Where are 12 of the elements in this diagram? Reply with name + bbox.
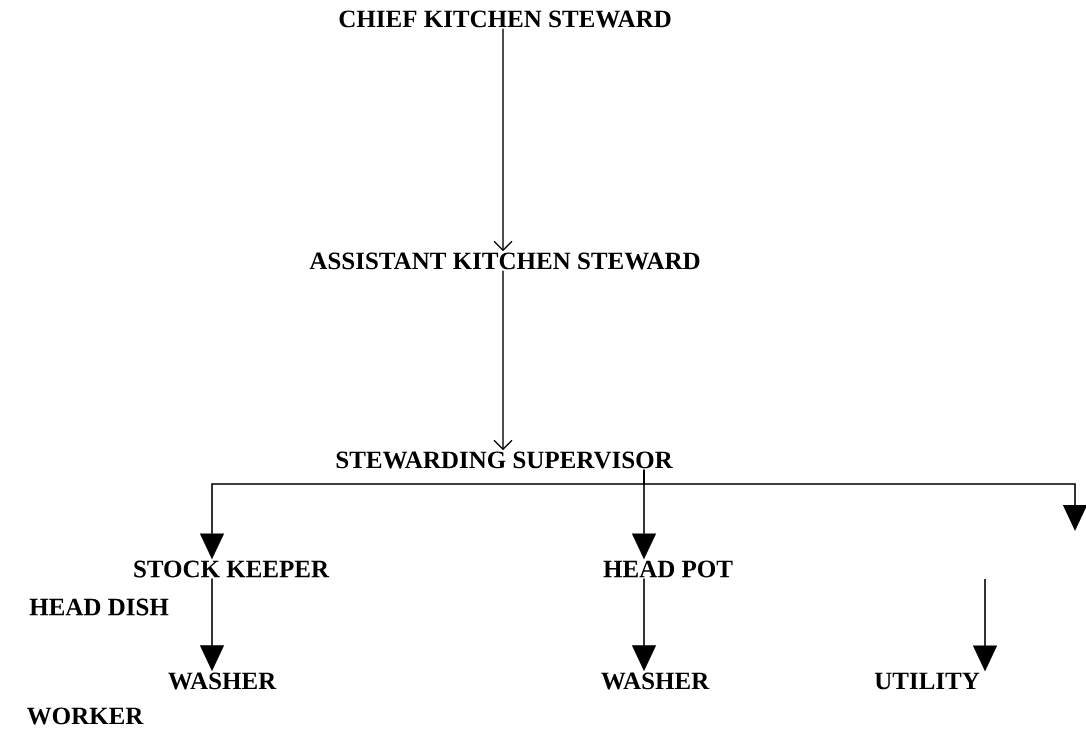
role-label: HEAD POT: [603, 560, 733, 578]
role-label: UTILITY: [874, 672, 980, 690]
role-label: STEWARDING SUPERVISOR: [336, 451, 673, 469]
arrow: [493, 269, 513, 451]
role-label: WORKER: [27, 707, 144, 725]
role-label: HEAD DISH: [29, 598, 169, 616]
arrow: [493, 27, 513, 252]
role-label: WASHER: [601, 672, 710, 690]
role-label: ASSISTANT KITCHEN STEWARD: [309, 252, 700, 270]
role-label: STOCK KEEPER: [134, 560, 330, 578]
role-label: WASHER: [168, 672, 277, 690]
role-label: CHIEF KITCHEN STEWARD: [339, 10, 671, 28]
